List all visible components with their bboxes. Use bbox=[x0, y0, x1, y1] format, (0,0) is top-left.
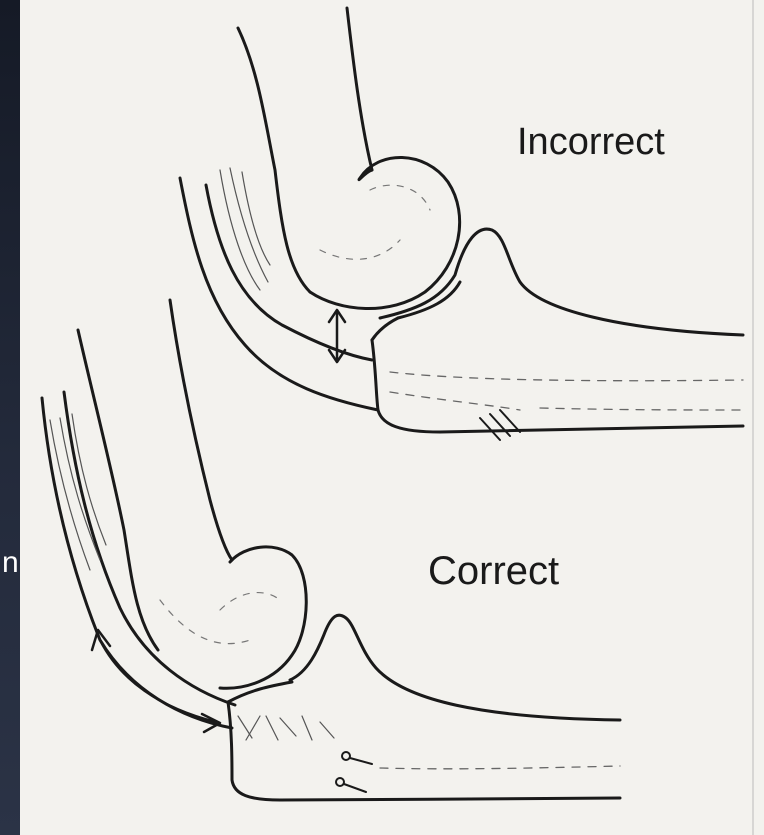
incorrect-humerus-shaft-back bbox=[347, 8, 372, 170]
correct-olecranon bbox=[290, 615, 620, 720]
incorrect-condyle-texture bbox=[320, 185, 430, 259]
incorrect-humerus-shaft bbox=[238, 28, 310, 292]
correct-condyle-texture bbox=[160, 593, 280, 644]
incorrect-bone-texture bbox=[390, 372, 743, 410]
incorrect-ulna-end bbox=[372, 340, 743, 432]
incorrect-ulna-top-edge bbox=[372, 318, 398, 340]
correct-ulna-top bbox=[228, 682, 292, 702]
correct-tendon-arrow bbox=[100, 640, 216, 722]
label-incorrect: Incorrect bbox=[517, 123, 665, 161]
correct-condyle bbox=[220, 547, 306, 688]
correct-pin-2 bbox=[336, 778, 344, 786]
correct-pin-lines bbox=[344, 758, 372, 792]
correct-tissue-inner bbox=[64, 392, 235, 705]
label-correct: Correct bbox=[428, 551, 559, 591]
incorrect-tissue-fibers bbox=[220, 168, 270, 290]
incorrect-tissue-inner bbox=[206, 185, 372, 360]
incorrect-tissue-outer bbox=[180, 178, 378, 410]
incorrect-elbow-drawing bbox=[180, 8, 743, 440]
incorrect-pins bbox=[480, 410, 520, 440]
correct-cancellous-texture bbox=[238, 716, 334, 740]
incorrect-condyle bbox=[310, 157, 460, 308]
correct-tissue-outer bbox=[42, 398, 232, 728]
correct-humerus-shaft-back bbox=[170, 300, 232, 560]
correct-bone-texture bbox=[380, 766, 620, 769]
figure-panel: Incorrect Correct bbox=[20, 0, 764, 835]
slide-text-fragment: n bbox=[2, 548, 19, 578]
correct-pin-1 bbox=[342, 752, 350, 760]
